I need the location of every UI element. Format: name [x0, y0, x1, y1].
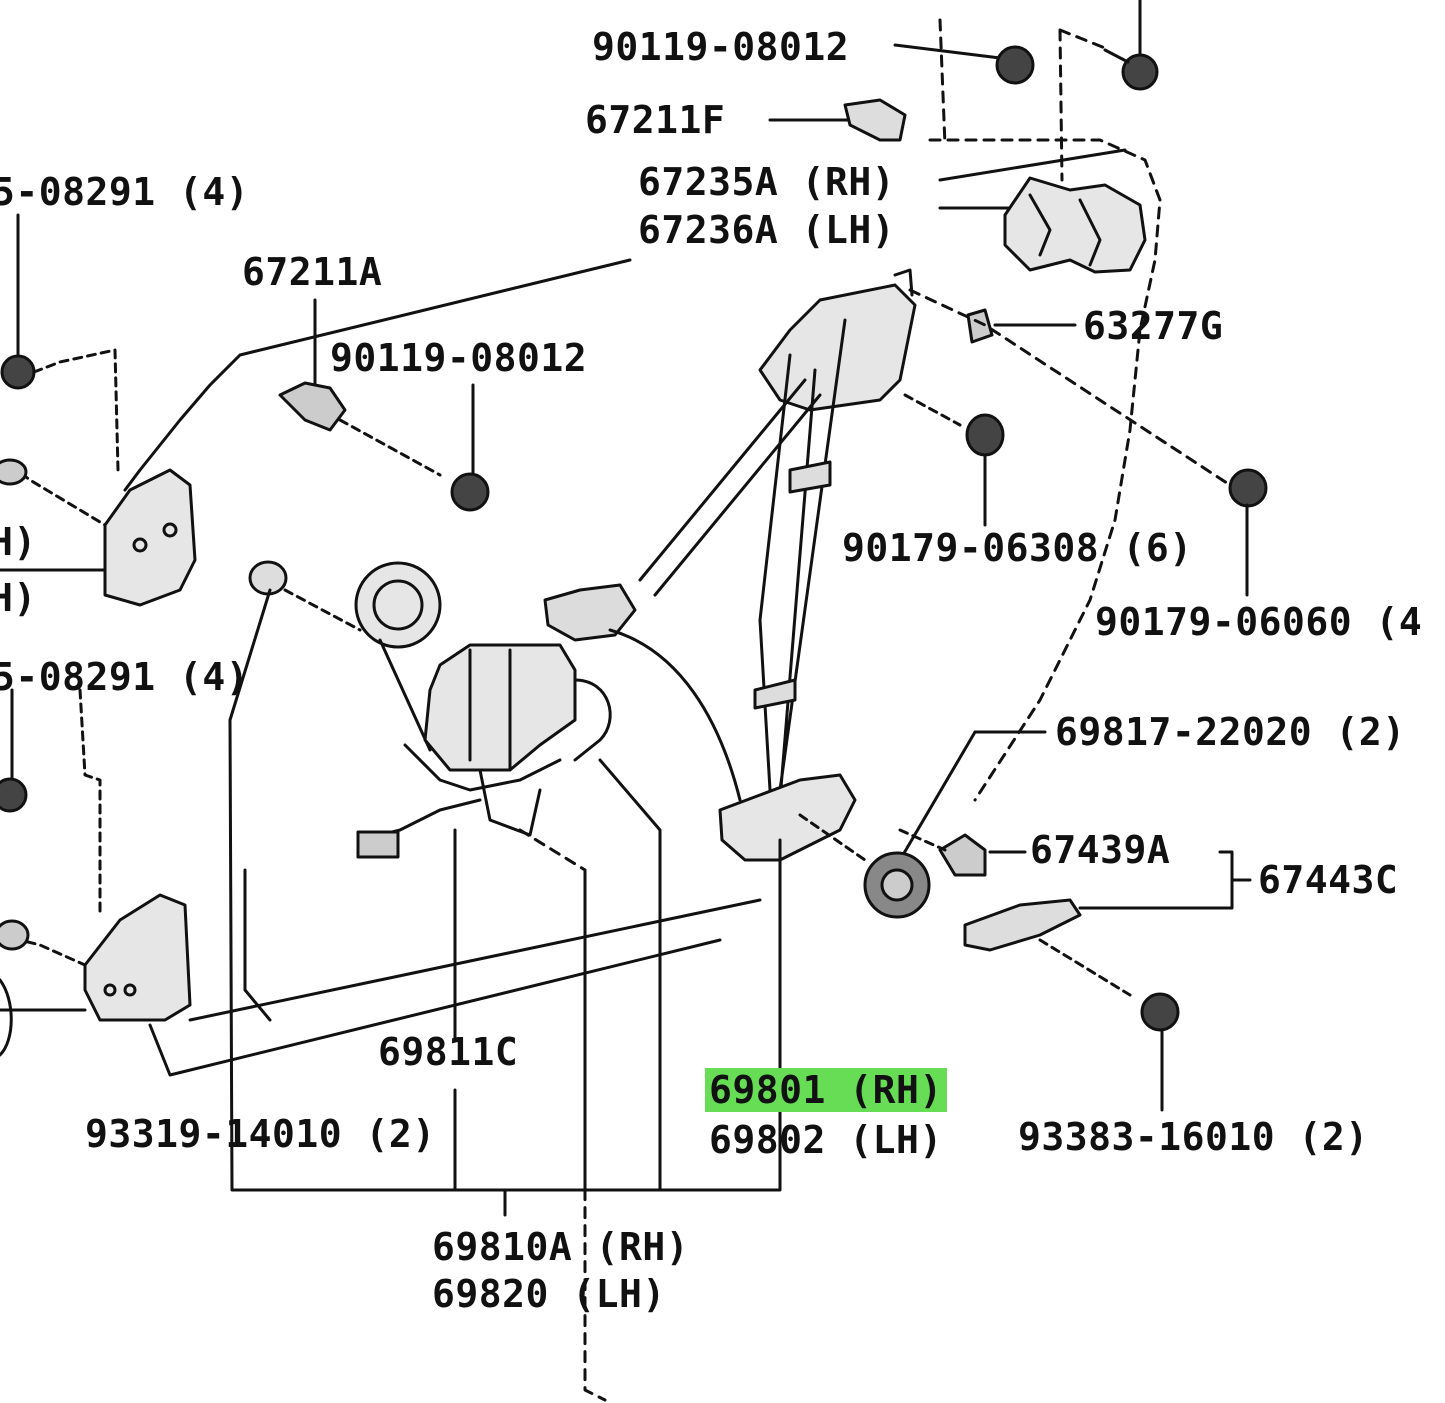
label-69811c: 69811C [378, 1030, 519, 1074]
label-h-lower: H) [0, 576, 37, 620]
hinge-bracket-left-lower [0, 893, 192, 1057]
clip-67211a [278, 298, 442, 477]
dashed-line-bottom [518, 828, 607, 1402]
label-93383-16010: 93383-16010 (2) [1018, 1115, 1369, 1159]
label-93319-14010: 93319-14010 (2) [85, 1112, 436, 1156]
label-69817-22020: 69817-22020 (2) [1055, 710, 1406, 754]
label-69801-highlighted: 69801 (RH) [705, 1068, 947, 1112]
label-67211f: 67211F [585, 98, 726, 142]
label-67235a: 67235A (RH) [638, 160, 896, 204]
regulator-rail-assembly [543, 268, 917, 862]
bolt-90119-08012-top [893, 43, 1035, 85]
label-67443c: 67443C [1258, 858, 1399, 902]
dashed-guide-top [928, 18, 1162, 802]
bolt-90179-06060 [1228, 468, 1268, 597]
hinge-bracket-left-upper [0, 458, 197, 607]
clip-63277g [908, 288, 1232, 487]
label-08291-a: 5-08291 (4) [0, 170, 250, 214]
clip-69817-22020 [798, 730, 1047, 919]
bolt-90179-06308 [903, 393, 1005, 527]
highlight-69801: 69801 (RH) [705, 1068, 947, 1112]
label-90179-06060: 90179-06060 (4 [1095, 600, 1423, 644]
label-67236a: 67236A (LH) [638, 208, 896, 252]
label-90119-08012-top: 90119-08012 [592, 25, 850, 69]
label-67439a: 67439A [1030, 828, 1171, 872]
bolt-top-right [1103, 0, 1159, 91]
door-sill-lines [148, 868, 762, 1077]
label-08291-b: 5-08291 (4) [0, 655, 250, 699]
bolt-90119-08012-mid [450, 383, 490, 512]
label-69810a: 69810A (RH) [432, 1225, 690, 1269]
regulator-motor-assembly [354, 561, 612, 859]
connector-line-67236a [123, 258, 632, 492]
label-69802: 69802 (LH) [709, 1118, 943, 1162]
bracket-67443c [963, 850, 1252, 952]
label-h-upper: H) [0, 520, 37, 564]
bracket-67235a-67236a [938, 148, 1147, 274]
bolt-93383-16010 [1038, 938, 1180, 1112]
clip-67211f [768, 98, 907, 142]
label-69820: 69820 (LH) [432, 1272, 666, 1316]
label-90179-06308: 90179-06308 (6) [842, 526, 1193, 570]
clip-67439a [898, 828, 1027, 877]
label-90119-08012-mid: 90119-08012 [330, 336, 588, 380]
label-67211a: 67211A [242, 250, 383, 294]
label-63277g: 63277G [1083, 304, 1224, 348]
bolt-left-lower [0, 688, 102, 917]
bolt-left-upper [0, 213, 120, 472]
